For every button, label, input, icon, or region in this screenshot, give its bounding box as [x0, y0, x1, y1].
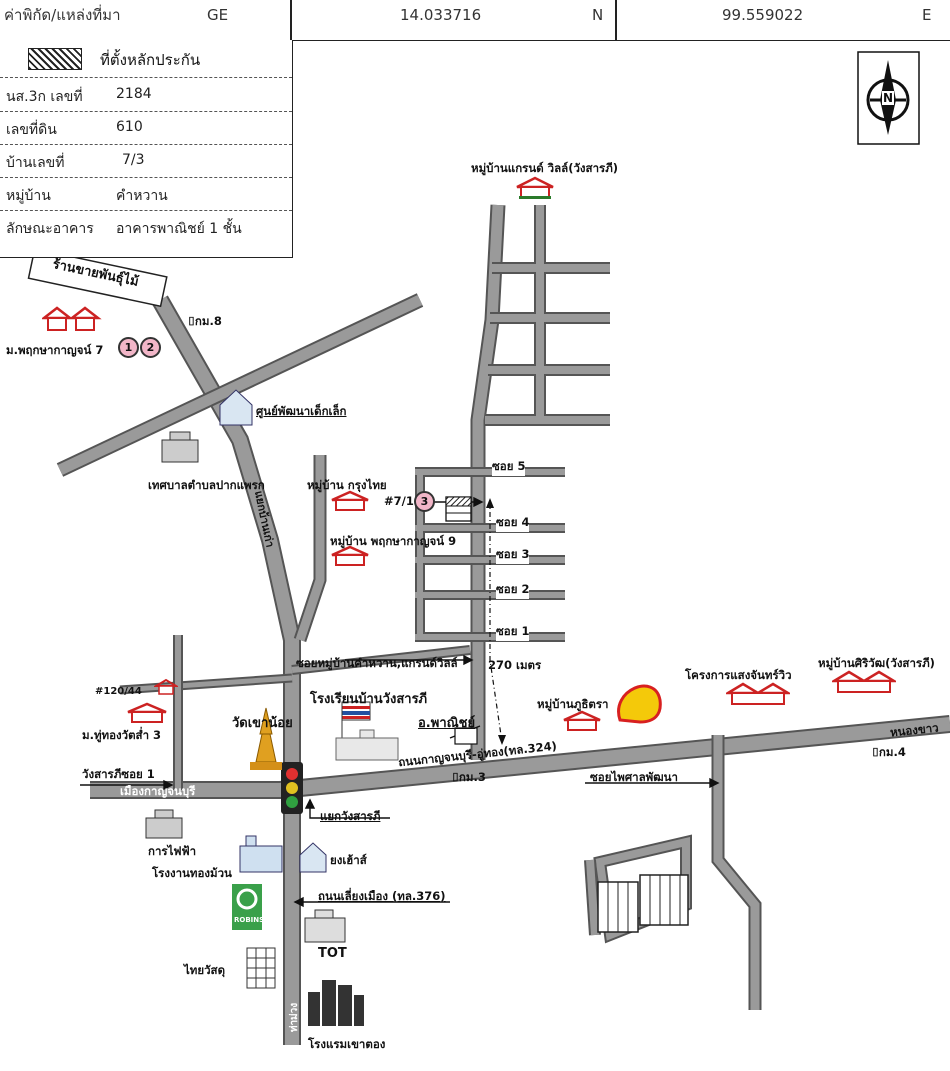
- marker-badge-2: 2: [140, 337, 161, 358]
- siriwat-label: หมู่บ้านศิริวัฒ(วังสารภี): [818, 656, 935, 670]
- latitude-value: 14.033716: [400, 6, 482, 24]
- kilometer-post-icon: ⌷: [872, 745, 879, 759]
- marker-badge-1: 1: [118, 337, 139, 358]
- hotel-building-icon: [308, 980, 364, 1026]
- marker-badge-3: 3: [414, 491, 435, 512]
- longitude-value: 99.559022: [722, 6, 804, 24]
- commerce-plot: [454, 727, 478, 745]
- factory-label: โรงงานทองม้วน: [152, 866, 232, 880]
- house-number-label: #7/1: [384, 494, 414, 508]
- village-tongwat-label: ม.ทู่ทองวัตส่ำ 3: [82, 728, 162, 742]
- km8-marker: ⌷กม.8: [188, 314, 222, 328]
- electricity-label: การไฟฟ้า: [148, 844, 197, 858]
- soi4-label: ซอย 4: [496, 514, 530, 532]
- info-row-building-type: ลักษณะอาคารอาคารพาณิชย์ 1 ชั้น: [6, 221, 242, 237]
- phutara-label: หมู่บ้านภูธิตรา: [537, 697, 609, 711]
- wangsaraphi-soi1-label: วังสารภีซอย 1: [82, 767, 155, 781]
- municipality-building-icon: [161, 431, 199, 463]
- grandville-label: หมู่บ้านแกรนด์ วิลล์(วังสารภี): [471, 161, 619, 175]
- house-icon: [829, 670, 899, 698]
- house-icon: [330, 490, 370, 516]
- electricity-building-icon: [145, 809, 183, 839]
- coordinate-source: GE: [207, 6, 229, 24]
- bypass-road-label: ถนนเลี่ยงเมือง (ทล.376): [318, 889, 446, 903]
- to-town-label: เมืองกาญจนบุรี: [120, 784, 196, 798]
- pruksa9-label: หมู่บ้าน พฤกษากาญจน์ 9: [330, 534, 457, 548]
- house-icon: [515, 176, 555, 204]
- distance-label: 270 เมตร: [488, 658, 542, 672]
- kilometer-post-icon: ⌷: [188, 314, 195, 328]
- coordinate-bar: ค่าพิกัด/แหล่งที่มา GE 14.033716 N 99.55…: [0, 0, 950, 41]
- shop-sign-banner: [27, 247, 168, 308]
- village-pruksa7-label: ม.พฤกษากาญจน์ 7: [6, 343, 104, 357]
- traffic-light-icon: [281, 762, 303, 814]
- shell-logo: [617, 684, 662, 724]
- robinson-logo: [232, 884, 262, 930]
- hatch-legend-swatch: [28, 48, 82, 70]
- collateral-info-panel: ที่ตั้งหลักประกัน นส.3ก เลขที่2184 เลขที…: [0, 40, 293, 258]
- route-dashed: [489, 500, 503, 743]
- info-row-title-deed: นส.3ก เลขที่2184: [0, 78, 292, 112]
- info-row-house-number: บ้านเลขที่7/3: [0, 144, 292, 178]
- house-120-label: #120/44: [95, 686, 142, 697]
- commerce-label: อ.พาณิชย์: [418, 716, 476, 731]
- house-icon: [330, 545, 370, 571]
- saengchan-label: โครงการแสงจันทร์วิว: [685, 668, 792, 682]
- yonghouse-icon: [299, 842, 327, 873]
- kilometer-post-icon: ⌷: [452, 770, 459, 784]
- soi1-label: ซอย 1: [496, 623, 530, 641]
- latitude-dir: N: [592, 6, 604, 24]
- tot-label: TOT: [318, 946, 347, 961]
- thaiwatsadu-label: ไทยวัสดุ: [184, 963, 226, 977]
- yonghouse-label: ยงเฮ้าส์: [330, 853, 367, 867]
- house-icon: [152, 678, 180, 700]
- junction-label: แยกวังสารภี: [320, 809, 381, 823]
- compass-north-letter: N: [882, 91, 895, 105]
- road-south-label: ท่าม่วง: [289, 1002, 301, 1033]
- land-plots: [597, 874, 689, 933]
- thaiwatsadu-building-icon: [246, 947, 276, 989]
- krungthai-label: หมู่บ้าน กรุงไทย: [307, 478, 387, 492]
- km4-marker: ⌷กม.4: [872, 745, 906, 759]
- municipality-label: เทศบาลตำบลปากแพรก: [148, 478, 265, 492]
- school-label: โรงเรียนบ้านวังสารภี: [310, 692, 428, 707]
- house-icon: [562, 710, 602, 736]
- coordinate-label: ค่าพิกัด/แหล่งที่มา: [4, 6, 121, 24]
- flag-icon: [341, 701, 371, 740]
- compass-box: [857, 51, 920, 145]
- school-building-icon: [335, 729, 399, 761]
- longitude-dir: E: [922, 6, 932, 24]
- soi-village-label: ซอยหมู่บ้านคำหวาน,แกรนด์วิลล์: [296, 656, 458, 670]
- legend-label: ที่ตั้งหลักประกัน: [100, 51, 201, 69]
- tot-building-icon: [304, 909, 346, 943]
- house-icon: [126, 702, 168, 728]
- soi2-label: ซอย 2: [496, 581, 530, 599]
- soi3-label: ซอย 3: [496, 546, 530, 564]
- house-icon: [40, 306, 102, 336]
- soi5-label: ซอย 5: [492, 458, 526, 476]
- childcare-house-icon: [219, 389, 253, 426]
- factory-building-icon: [239, 835, 283, 873]
- collateral-site-marker: [445, 496, 472, 522]
- childcare-label: ศูนย์พัฒนาเด็กเล็ก: [256, 404, 347, 418]
- house-icon: [723, 682, 793, 710]
- km3-marker: ⌷กม.3: [452, 770, 486, 784]
- wat-label: วัดเขาน้อย: [232, 716, 293, 731]
- sophisan-label: ซอยไพศาลพัฒนา: [590, 770, 678, 784]
- pagoda-icon: [250, 707, 282, 770]
- hotel-label: โรงแรมเขาตอง: [308, 1037, 386, 1051]
- info-row-village: หมู่บ้านคำหวาน: [0, 177, 292, 211]
- robinson-label: ROBINSON: [234, 916, 276, 924]
